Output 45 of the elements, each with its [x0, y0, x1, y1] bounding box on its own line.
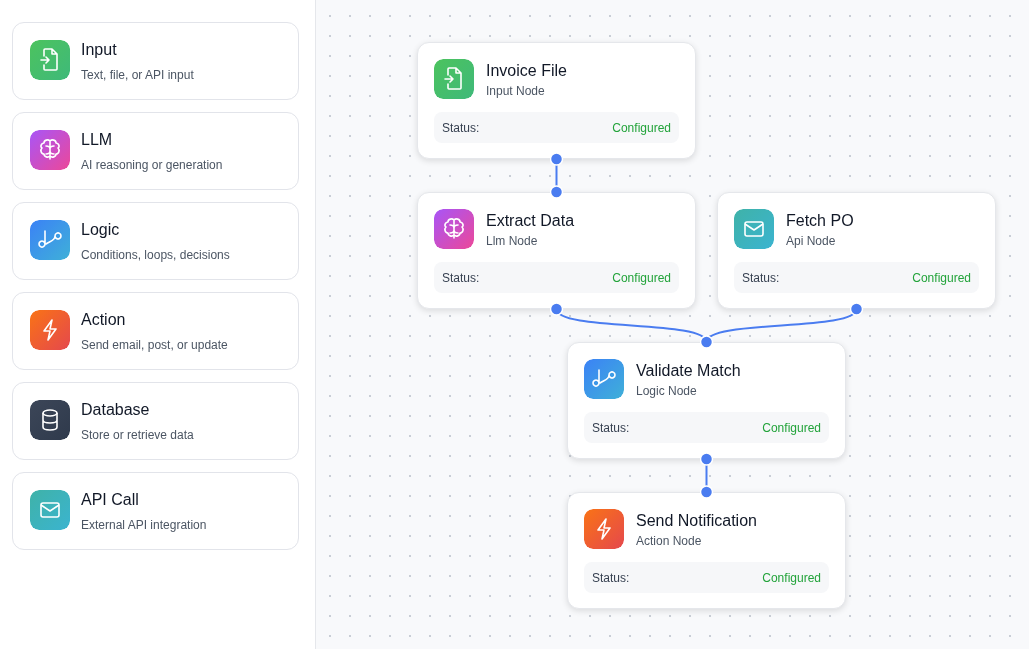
status-value: Configured: [612, 271, 671, 285]
node-title: Fetch PO: [786, 212, 854, 230]
node-title: Validate Match: [636, 362, 741, 380]
node-type-title: Database: [81, 401, 150, 419]
node-type-title: LLM: [81, 131, 113, 149]
node-type-card: [12, 292, 299, 370]
workflow-node-card: [567, 342, 846, 459]
connector-line: [549, 152, 564, 199]
status-label: Status:: [442, 121, 480, 135]
node-type-title: Action: [81, 311, 126, 329]
node-type-title: Logic: [81, 221, 120, 239]
status-label: Status:: [592, 571, 630, 585]
node-type-description: Store or retrieve data: [81, 428, 194, 442]
node-type-card: [12, 112, 299, 190]
node-type-title: API Call: [81, 491, 139, 509]
node-type-description: External API integration: [81, 518, 207, 532]
node-type-description: Send email, post, or update: [81, 338, 228, 352]
node-type-title: Input: [81, 41, 117, 59]
workflow-node-card: [417, 42, 696, 159]
node-type: Api Node: [786, 234, 836, 248]
node-type: Llm Node: [486, 234, 538, 248]
workflow-node-card: [567, 492, 846, 609]
workflow-node-card: [417, 192, 696, 309]
status-value: Configured: [762, 421, 821, 435]
node-type-card: [12, 22, 299, 100]
node-type-card: [12, 202, 299, 280]
node-type-card: [12, 472, 299, 550]
node-type-card: [12, 382, 299, 460]
status-value: Configured: [912, 271, 971, 285]
status-value: Configured: [612, 121, 671, 135]
node-type-description: Conditions, loops, decisions: [81, 248, 230, 262]
node-type-description: Text, file, or API input: [81, 68, 194, 82]
node-title: Send Notification: [636, 512, 757, 530]
status-label: Status:: [592, 421, 630, 435]
node-type-description: AI reasoning or generation: [81, 158, 223, 172]
node-type: Action Node: [636, 534, 702, 548]
node-title: Extract Data: [486, 212, 575, 230]
node-title: Invoice File: [486, 62, 567, 80]
connector-line: [699, 452, 714, 499]
node-type: Logic Node: [636, 384, 697, 398]
status-value: Configured: [762, 571, 821, 585]
workflow-node-card: [717, 192, 996, 309]
status-label: Status:: [442, 271, 480, 285]
node-type: Input Node: [486, 84, 545, 98]
status-label: Status:: [742, 271, 780, 285]
